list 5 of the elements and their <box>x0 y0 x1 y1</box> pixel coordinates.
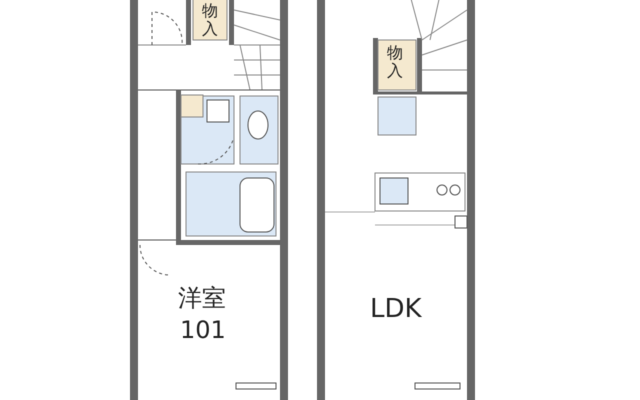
room-label: 洋室 <box>178 286 226 310</box>
room-number: 101 <box>180 318 226 342</box>
storage-label: 物入 <box>387 44 403 80</box>
room-label: LDK <box>370 296 422 322</box>
storage-label: 物入 <box>202 2 218 38</box>
